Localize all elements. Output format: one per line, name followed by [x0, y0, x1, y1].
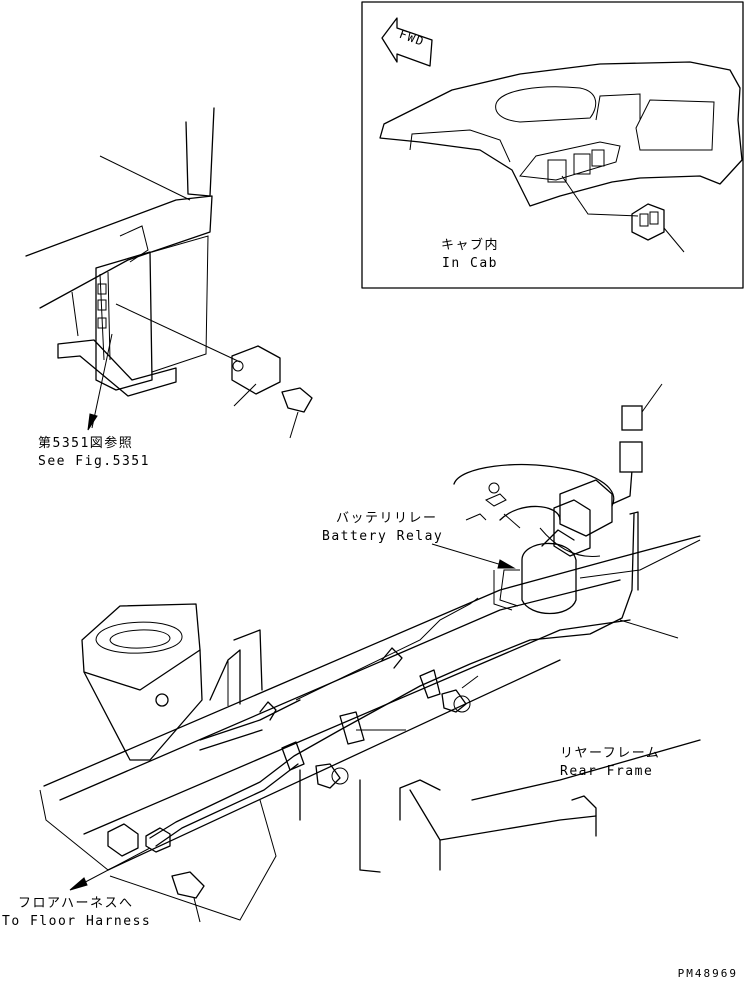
- rear-frame-en-label: Rear Frame: [560, 764, 654, 779]
- floor-harness-arrow-icon: [69, 847, 151, 891]
- cab-switch: [631, 203, 665, 241]
- rear-frame-leader: [619, 619, 679, 639]
- bracket-relay: [231, 345, 281, 407]
- harness-clamp: [259, 647, 441, 771]
- in-cab-inset: [361, 1, 744, 289]
- battery-relay-assembly: [431, 383, 663, 614]
- battery-relay-en-label: Battery Relay: [322, 529, 444, 544]
- rear-frame-jp-label: リヤーフレーム: [560, 746, 661, 761]
- mount-bolt: [281, 387, 313, 439]
- see-fig-jp-label: 第5351図参照: [38, 436, 134, 451]
- floor-harness-connector: [107, 823, 171, 857]
- floor-harness-en-label: To Floor Harness: [2, 914, 152, 929]
- rear-frame-assembly: [39, 513, 701, 923]
- see-fig-en-label: See Fig.5351: [38, 454, 150, 469]
- fwd-arrow-icon: [381, 17, 433, 67]
- cab-mount-assembly: [25, 107, 241, 397]
- floor-harness-jp-label: フロアハーネスへ: [18, 896, 134, 911]
- clip-bolt: [315, 689, 471, 789]
- drawing-number: PM48969: [677, 967, 738, 980]
- in-cab-jp-label: キャブ内: [440, 238, 499, 253]
- see-fig-leader-arrow-icon: [87, 333, 113, 431]
- in-cab-en-label: In Cab: [442, 256, 498, 271]
- battery-relay-jp-label: バッテリリレー: [336, 511, 438, 526]
- harness-bolt: [171, 871, 205, 923]
